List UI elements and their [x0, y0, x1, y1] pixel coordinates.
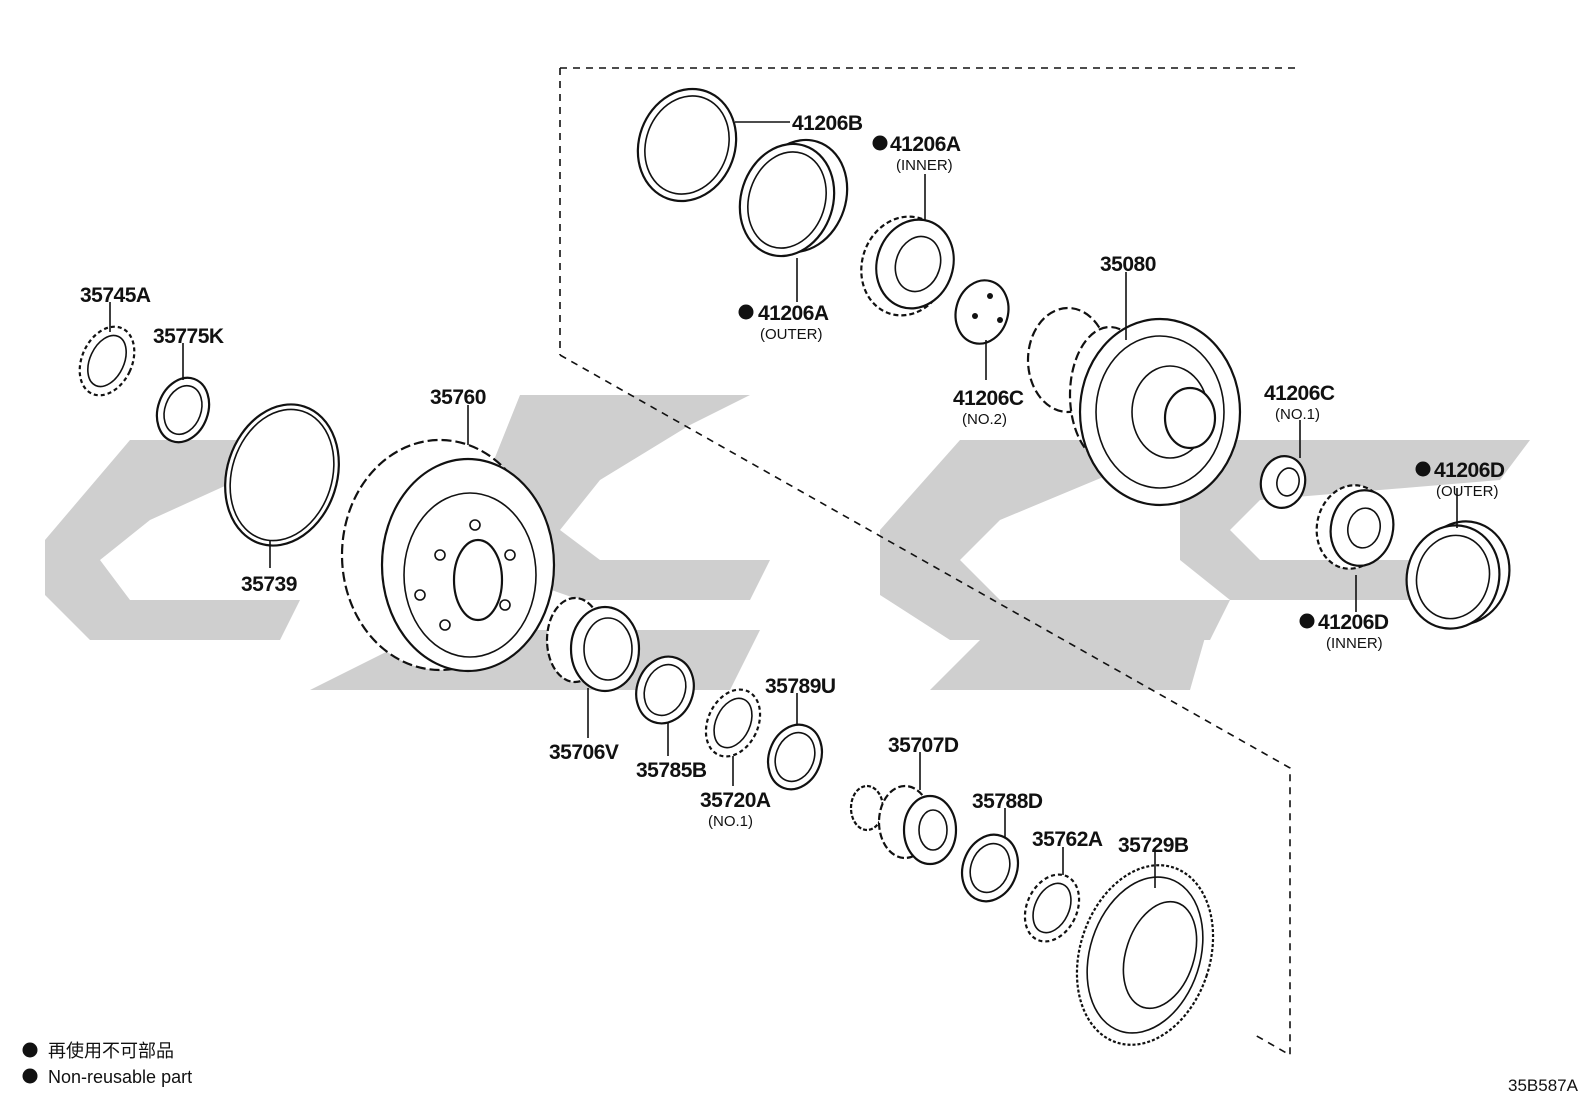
label-35789U: 35789U — [765, 675, 836, 698]
part-35745A-thrust-bearing — [78, 325, 136, 397]
label-35760: 35760 — [430, 386, 486, 409]
label-41206D-inner-sub: (INNER) — [1326, 635, 1383, 652]
legend-line-en: Non-reusable part — [48, 1067, 192, 1087]
label-35785B: 35785B — [636, 759, 707, 782]
part-35789U-washer — [766, 723, 824, 791]
label-41206A-outer: 41206A — [758, 302, 829, 325]
legend-marker-1 — [22, 1042, 38, 1058]
part-35080-gear — [1026, 306, 1242, 507]
part-41206D-inner-bearing — [1315, 484, 1395, 570]
diagram-code: 35B587A — [1508, 1076, 1579, 1095]
label-35720A: 35720A — [700, 789, 771, 812]
label-41206A-outer-sub: (OUTER) — [760, 326, 823, 343]
label-41206B: 41206B — [792, 112, 863, 135]
label-41206A-inner-sub: (INNER) — [896, 157, 953, 174]
label-41206A-inner: 41206A — [890, 133, 961, 156]
label-41206C-no1-sub: (NO.1) — [1275, 406, 1320, 423]
label-41206C-no2: 41206C — [953, 387, 1024, 410]
label-35739: 35739 — [241, 573, 297, 596]
label-35775K: 35775K — [153, 325, 224, 348]
non-reusable-markers — [738, 135, 1431, 629]
part-35720A-thrust-bearing — [704, 688, 762, 758]
label-41206C-no2-sub: (NO.2) — [962, 411, 1007, 428]
part-35707D-pinion-shaft — [849, 784, 958, 866]
label-41206D-outer: 41206D — [1434, 459, 1505, 482]
part-41206A-inner-bearing — [860, 215, 955, 317]
part-41206D-outer-race — [1405, 520, 1511, 630]
label-41206C-no1: 41206C — [1264, 382, 1335, 405]
part-35785B-washer — [635, 655, 695, 725]
part-41206C-no1-bushing — [1259, 455, 1307, 509]
legend-line-ja: 再使用不可部品 — [48, 1041, 174, 1061]
label-35729B: 35729B — [1118, 834, 1189, 857]
part-35760-planetary-carrier — [340, 438, 556, 673]
part-35739-snap-ring — [224, 403, 340, 547]
label-35707D: 35707D — [888, 734, 959, 757]
legend: 再使用不可部品 Non-reusable part — [22, 1041, 192, 1087]
label-35762A: 35762A — [1032, 828, 1103, 851]
part-35706V-needle-bearing — [545, 596, 641, 693]
label-35720A-sub: (NO.1) — [708, 813, 753, 830]
label-41206D-inner: 41206D — [1318, 611, 1389, 634]
label-35080: 35080 — [1100, 253, 1156, 276]
part-35775K-washer — [155, 376, 211, 444]
legend-marker-2 — [22, 1068, 38, 1084]
part-35762A-thrust-bearing — [1023, 873, 1081, 943]
part-41206A-outer-race — [738, 138, 849, 258]
part-41206B-ring — [636, 87, 738, 203]
label-35706V: 35706V — [549, 741, 619, 764]
part-35788D-washer — [960, 833, 1020, 903]
assembly-boundary — [559, 67, 1300, 1057]
part-35729B-ring-gear — [1075, 864, 1215, 1046]
leader-lines — [109, 121, 1458, 888]
label-35788D: 35788D — [972, 790, 1043, 813]
part-41206C-no2-spacer — [954, 279, 1010, 345]
label-41206D-outer-sub: (OUTER) — [1436, 483, 1499, 500]
label-35745A: 35745A — [80, 284, 151, 307]
